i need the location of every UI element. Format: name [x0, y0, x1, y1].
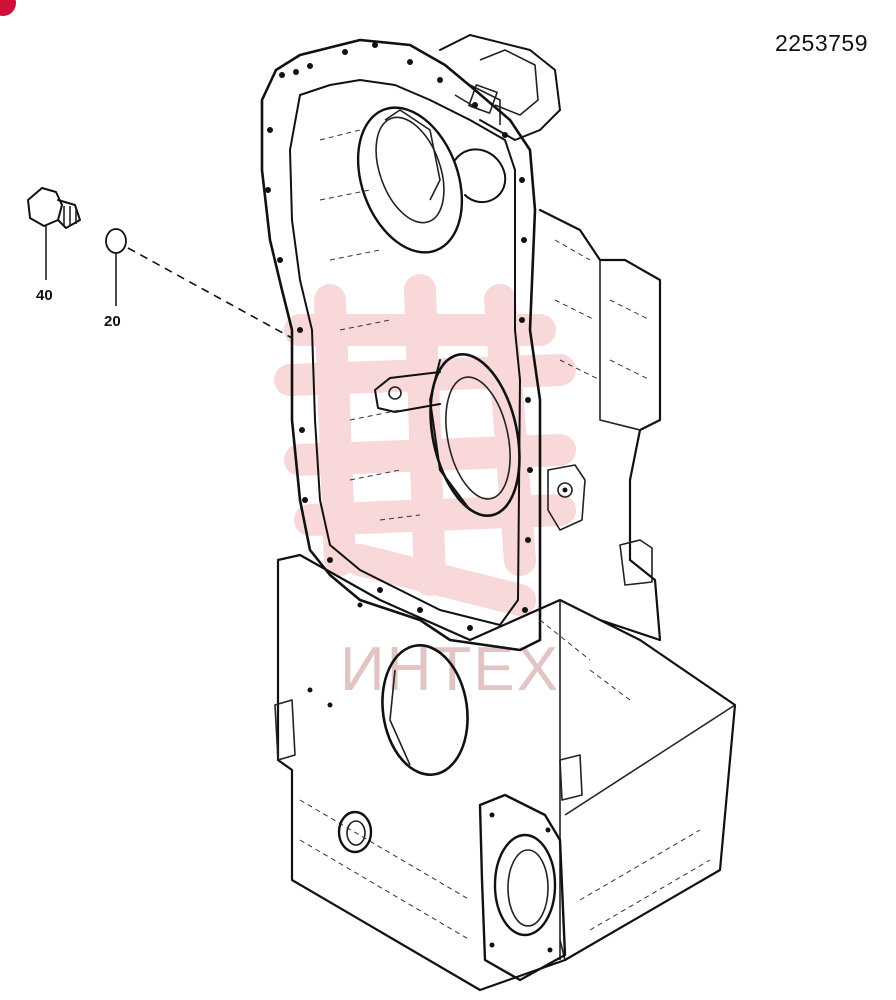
rear-flange [478, 793, 567, 982]
watermark-text: ИНТЕХ [340, 635, 560, 704]
callout-40: 40 [36, 287, 53, 304]
gear-housing [260, 34, 737, 992]
document-number: 2253759 [774, 30, 868, 56]
middle-bore [374, 353, 521, 517]
watermark-glyph [274, 274, 576, 616]
gasket-bolt-holes [265, 42, 533, 708]
upper-bore [356, 106, 507, 254]
lower-bore [381, 644, 469, 776]
assembly-line [127, 247, 293, 339]
part-40-sensor [27, 187, 81, 280]
corner-badge [0, 0, 16, 16]
callout-20: 20 [104, 313, 121, 330]
part-20-o-ring [105, 228, 127, 306]
seal-plug [337, 810, 373, 854]
